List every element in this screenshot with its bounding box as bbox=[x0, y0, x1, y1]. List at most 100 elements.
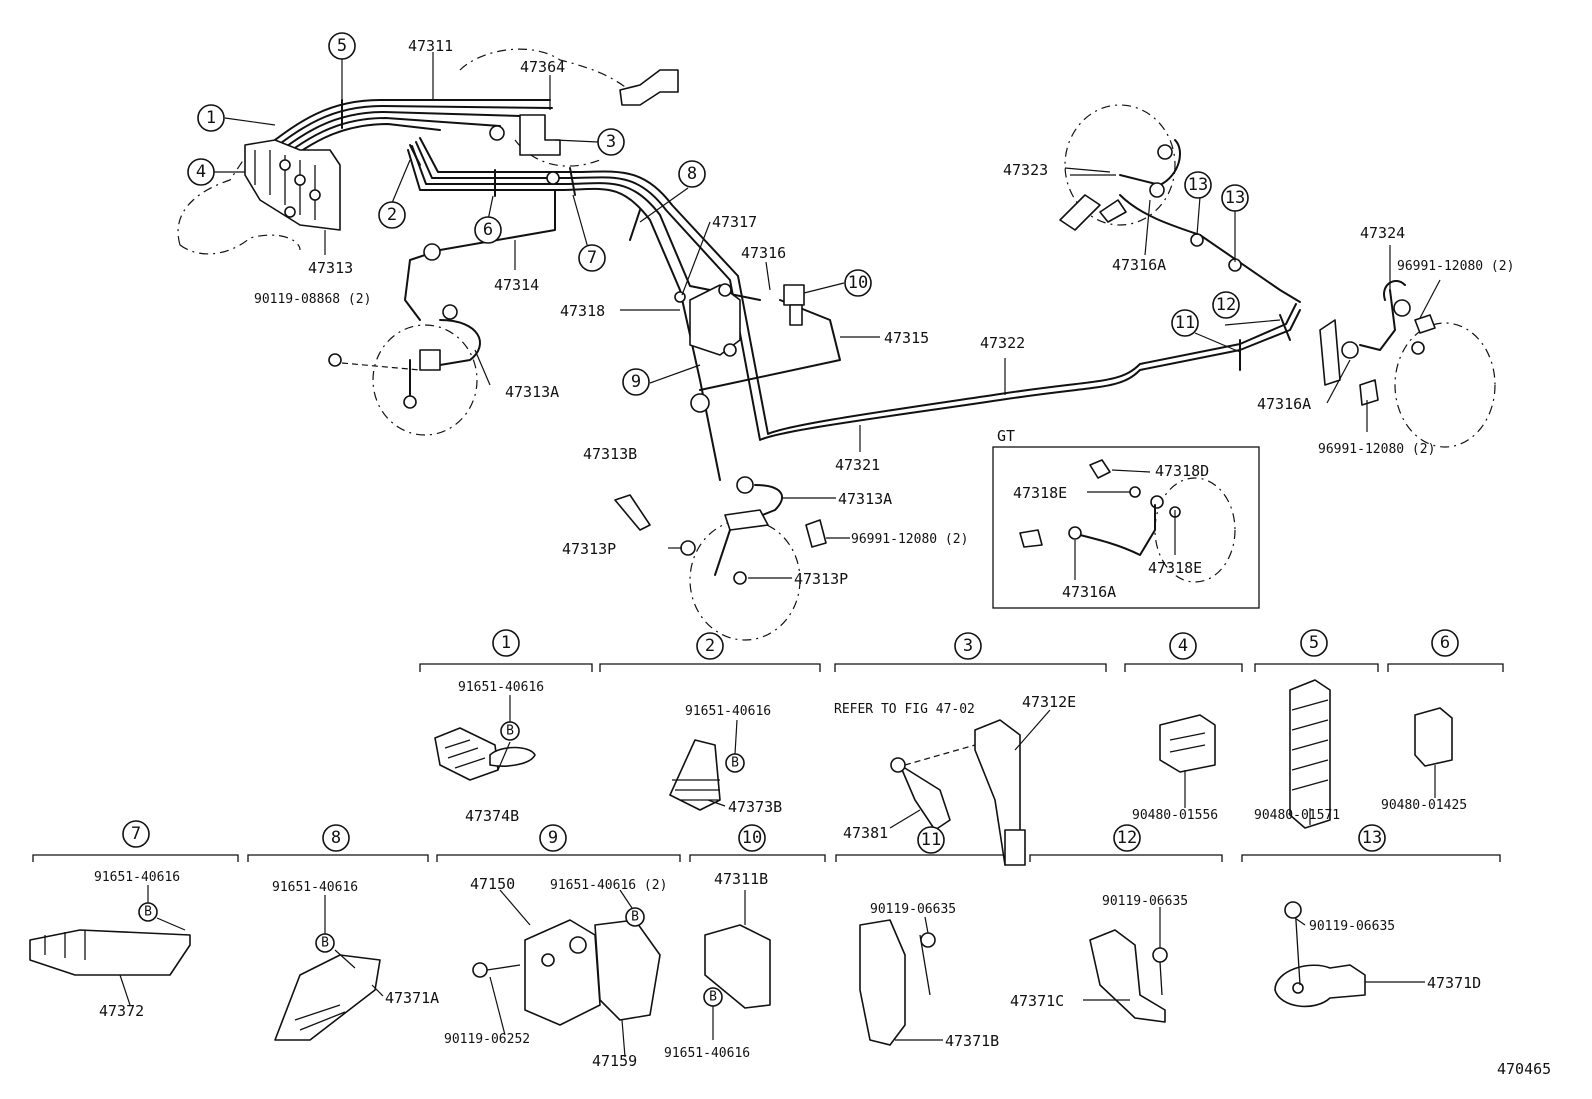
callout-number: 4 bbox=[196, 162, 206, 182]
callout-markers: 1 2 3 4 5 6 7 8 9 10 11 12 13 13 1 2 3 4 bbox=[122, 32, 1459, 854]
section-number: 8 bbox=[331, 828, 341, 848]
rear-left-brake-assembly bbox=[1059, 104, 1181, 231]
section-number: 9 bbox=[548, 828, 558, 848]
gt-label: GT bbox=[997, 427, 1015, 445]
section-number: 13 bbox=[1362, 828, 1382, 848]
part-label: 47317 bbox=[712, 213, 757, 231]
b-mark-text: B bbox=[631, 910, 639, 925]
part-label: 90119-08868 (2) bbox=[254, 292, 371, 307]
section-number: 11 bbox=[921, 830, 941, 850]
part-label: 47372 bbox=[99, 1002, 144, 1020]
part-label: 47364 bbox=[520, 58, 565, 76]
part-label: 90119-06252 bbox=[444, 1032, 530, 1047]
front-left-hose-assembly bbox=[328, 319, 481, 436]
part-label: 90480-01571 bbox=[1254, 808, 1340, 823]
callout-number: 6 bbox=[483, 220, 493, 240]
part-label: 96991-12080 (2) bbox=[1318, 442, 1435, 457]
callout-number: 13 bbox=[1225, 188, 1245, 208]
part-label: 47159 bbox=[592, 1052, 637, 1070]
valve-9-body bbox=[674, 283, 741, 357]
part-label: 90480-01556 bbox=[1132, 808, 1218, 823]
detail-parts bbox=[29, 679, 1453, 1046]
callout-number: 5 bbox=[337, 36, 347, 56]
section-number: 10 bbox=[742, 828, 762, 848]
part-label: 47316 bbox=[741, 244, 786, 262]
section-number: 1 bbox=[501, 633, 511, 653]
part-label: 47322 bbox=[980, 334, 1025, 352]
master-cylinder-outline bbox=[177, 48, 679, 255]
part-label: 90119-06635 bbox=[1102, 894, 1188, 909]
bolt-b-marks: B B B B B B bbox=[138, 721, 745, 1007]
callout-number: 13 bbox=[1188, 175, 1208, 195]
part-label: 47315 bbox=[884, 329, 929, 347]
part-label: 47316A bbox=[1112, 256, 1166, 274]
part-labels: 47311 47364 47313 47314 90119-08868 (2) … bbox=[94, 37, 1551, 1078]
part-label: 47316A bbox=[1257, 395, 1311, 413]
part-label: 47371B bbox=[945, 1032, 999, 1050]
section-number: 4 bbox=[1178, 636, 1188, 656]
part-label: 91651-40616 bbox=[272, 880, 358, 895]
part-label: 47318D bbox=[1155, 462, 1209, 480]
part-label: 90480-01425 bbox=[1381, 798, 1467, 813]
front-right-hose-assembly bbox=[614, 484, 827, 641]
part-label: 47381 bbox=[843, 824, 888, 842]
part-label: 91651-40616 bbox=[458, 680, 544, 695]
refer-note: REFER TO FIG 47-02 bbox=[834, 702, 975, 717]
b-mark-text: B bbox=[144, 905, 152, 920]
part-label: 91651-40616 (2) bbox=[550, 878, 667, 893]
part-label: 47312E bbox=[1022, 693, 1076, 711]
b-mark-text: B bbox=[709, 990, 717, 1005]
part-label: 90119-06635 bbox=[1309, 919, 1395, 934]
part-label: 91651-40616 bbox=[94, 870, 180, 885]
gt-detail-box: GT bbox=[992, 427, 1260, 609]
callout-number: 11 bbox=[1175, 313, 1195, 333]
front-pipe-bundle bbox=[261, 99, 1301, 481]
leader-lines bbox=[119, 52, 1441, 1058]
part-label: 47313P bbox=[562, 540, 616, 558]
pipe-clamps bbox=[341, 99, 1291, 371]
part-label: 47313A bbox=[838, 490, 892, 508]
part-label: 96991-12080 (2) bbox=[851, 532, 968, 547]
callout-number: 7 bbox=[587, 248, 597, 268]
part-label: 47313B bbox=[583, 445, 637, 463]
section-number: 12 bbox=[1117, 828, 1137, 848]
part-label: 47313A bbox=[505, 383, 559, 401]
part-label: 47150 bbox=[470, 875, 515, 893]
section-number: 6 bbox=[1440, 633, 1450, 653]
part-label: 47318E bbox=[1148, 559, 1202, 577]
part-label: 47318E bbox=[1013, 484, 1067, 502]
callout-number: 10 bbox=[848, 273, 868, 293]
diagram-id: 470465 bbox=[1497, 1060, 1551, 1078]
part-label: 47323 bbox=[1003, 161, 1048, 179]
callout-number: 9 bbox=[631, 372, 641, 392]
b-mark-text: B bbox=[506, 724, 514, 739]
rear-right-brake-assembly bbox=[1319, 280, 1496, 448]
part-label: 91651-40616 bbox=[685, 704, 771, 719]
section-number: 2 bbox=[705, 636, 715, 656]
fittings-upper bbox=[423, 125, 1411, 494]
part-label: 47316A bbox=[1062, 583, 1116, 601]
part-label: 47374B bbox=[465, 807, 519, 825]
b-mark bbox=[625, 907, 645, 927]
part-label: 47318 bbox=[560, 302, 605, 320]
part-label: 47371A bbox=[385, 989, 439, 1007]
part-label: 91651-40616 bbox=[664, 1046, 750, 1061]
part-label: 47371C bbox=[1010, 992, 1064, 1010]
part-label: 47371D bbox=[1427, 974, 1481, 992]
part-label: 47311B bbox=[714, 870, 768, 888]
part-label: 47324 bbox=[1360, 224, 1405, 242]
part-label: 47311 bbox=[408, 37, 453, 55]
callout-number: 12 bbox=[1216, 295, 1236, 315]
section-number: 7 bbox=[131, 824, 141, 844]
part-label: 47314 bbox=[494, 276, 539, 294]
part-label: 47313 bbox=[308, 259, 353, 277]
callout-number: 3 bbox=[606, 132, 616, 152]
proportioning-valve-block bbox=[244, 139, 341, 231]
b-mark-text: B bbox=[321, 936, 329, 951]
part-label: 90119-06635 bbox=[870, 902, 956, 917]
callout-number: 2 bbox=[387, 205, 397, 225]
section-brackets bbox=[32, 663, 1504, 862]
part-label: 47321 bbox=[835, 456, 880, 474]
b-mark-text: B bbox=[731, 756, 739, 771]
